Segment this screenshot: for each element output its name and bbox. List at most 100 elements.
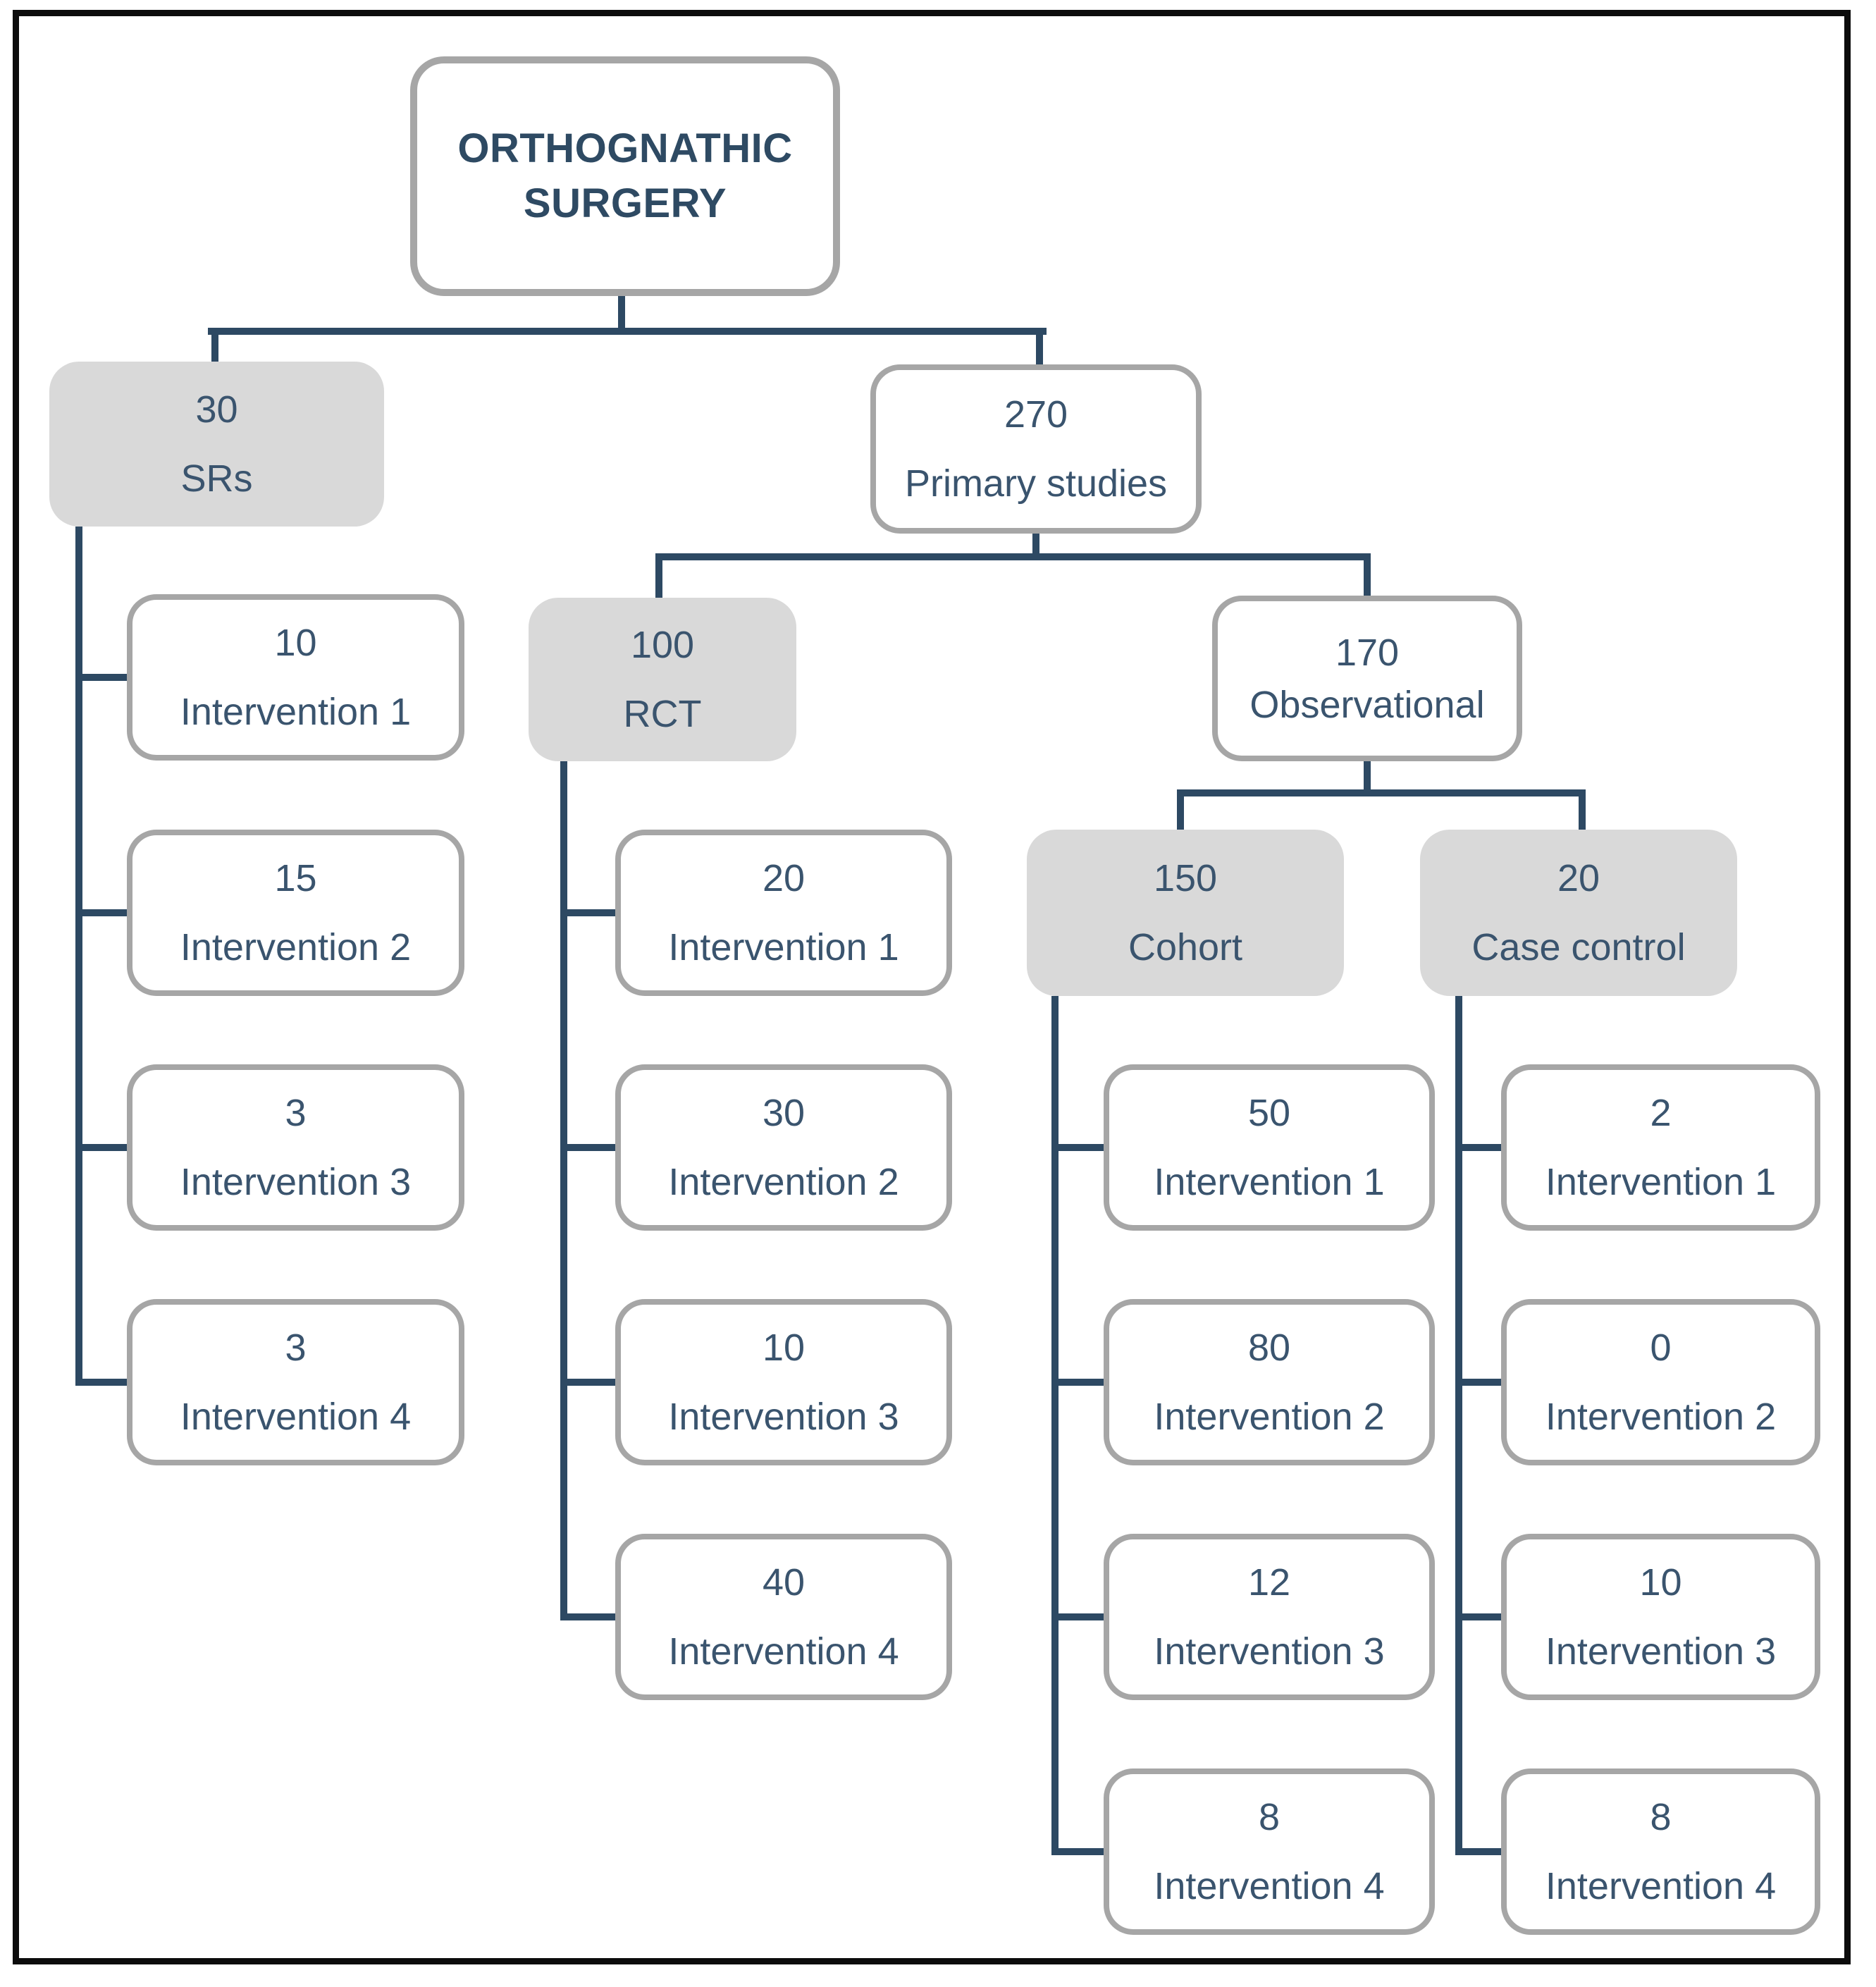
connector-rct-stub-2 (560, 1144, 615, 1151)
node-rct-intervention-3-label: Intervention 3 (668, 1396, 899, 1438)
node-cohort-intervention-4: 8 Intervention 4 (1104, 1768, 1435, 1935)
node-cohort-intervention-3-label: Intervention 3 (1154, 1630, 1385, 1673)
connector-srs-stub-2 (75, 909, 127, 916)
node-srs-intervention-2: 15 Intervention 2 (127, 830, 464, 996)
node-cohort-label: Cohort (1128, 926, 1243, 968)
connector-drop-rct (655, 553, 662, 598)
connector-primary-stem (1032, 534, 1039, 560)
node-case-control-intervention-3: 10 Intervention 3 (1501, 1534, 1820, 1700)
node-rct-intervention-2: 30 Intervention 2 (615, 1064, 952, 1231)
node-rct-intervention-4-label: Intervention 4 (668, 1630, 899, 1673)
connector-level3-horizontal (1177, 789, 1586, 796)
connector-drop-case-control (1579, 789, 1586, 830)
node-rct-intervention-4-count: 40 (762, 1561, 806, 1604)
node-srs-intervention-3: 3 Intervention 3 (127, 1064, 464, 1231)
node-primary-studies: 270 Primary studies (870, 364, 1202, 534)
node-srs-count: 30 (195, 388, 238, 431)
node-observational-label: Observational (1249, 683, 1485, 726)
connector-level1-horizontal (208, 328, 1047, 335)
node-srs-intervention-1-label: Intervention 1 (180, 691, 412, 733)
connector-srs-spine (75, 527, 82, 1386)
connector-rct-spine (560, 761, 567, 1620)
node-case-control-intervention-2-label: Intervention 2 (1545, 1396, 1777, 1438)
connector-case-control-stub-1 (1455, 1144, 1501, 1151)
connector-drop-primary (1036, 328, 1043, 364)
node-cohort-intervention-3-count: 12 (1247, 1561, 1291, 1604)
connector-srs-stub-4 (75, 1379, 127, 1386)
connector-case-control-stub-3 (1455, 1613, 1501, 1620)
node-srs-intervention-4: 3 Intervention 4 (127, 1299, 464, 1465)
node-case-control-intervention-1: 2 Intervention 1 (1501, 1064, 1820, 1231)
diagram-outer-frame (13, 10, 1851, 1964)
connector-cohort-stub-1 (1051, 1144, 1104, 1151)
node-case-control-intervention-4-label: Intervention 4 (1545, 1865, 1777, 1907)
node-observational-count: 170 (1335, 631, 1400, 674)
node-srs-intervention-2-label: Intervention 2 (180, 926, 412, 968)
node-case-control: 20 Case control (1420, 830, 1737, 996)
node-cohort-intervention-1-label: Intervention 1 (1154, 1161, 1385, 1203)
node-cohort-intervention-3: 12 Intervention 3 (1104, 1534, 1435, 1700)
node-case-control-intervention-3-count: 10 (1639, 1561, 1682, 1604)
node-case-control-count: 20 (1557, 857, 1600, 899)
node-cohort-intervention-4-count: 8 (1258, 1796, 1281, 1838)
node-rct-intervention-3: 10 Intervention 3 (615, 1299, 952, 1465)
node-srs-intervention-2-count: 15 (274, 857, 317, 899)
connector-drop-observational (1364, 553, 1371, 596)
node-rct-count: 100 (630, 624, 695, 666)
node-primary-studies-label: Primary studies (904, 462, 1168, 505)
connector-cohort-stub-3 (1051, 1613, 1104, 1620)
node-cohort-intervention-2-count: 80 (1247, 1327, 1291, 1369)
node-case-control-intervention-1-label: Intervention 1 (1545, 1161, 1777, 1203)
node-srs-intervention-3-label: Intervention 3 (180, 1161, 412, 1203)
connector-case-control-stub-4 (1455, 1848, 1501, 1855)
node-case-control-intervention-2: 0 Intervention 2 (1501, 1299, 1820, 1465)
connector-level2-horizontal (655, 553, 1371, 560)
node-rct-intervention-1-label: Intervention 1 (668, 926, 899, 968)
node-rct-label: RCT (623, 693, 702, 735)
node-srs-intervention-3-count: 3 (285, 1092, 307, 1134)
node-cohort: 150 Cohort (1027, 830, 1344, 996)
node-primary-studies-count: 270 (1004, 393, 1068, 436)
node-srs-intervention-4-label: Intervention 4 (180, 1396, 412, 1438)
node-case-control-intervention-3-label: Intervention 3 (1545, 1630, 1777, 1673)
node-rct-intervention-1-count: 20 (762, 857, 806, 899)
node-case-control-intervention-2-count: 0 (1650, 1327, 1672, 1369)
connector-drop-srs (211, 328, 218, 362)
node-cohort-intervention-2-label: Intervention 2 (1154, 1396, 1385, 1438)
node-srs-intervention-1: 10 Intervention 1 (127, 594, 464, 761)
node-case-control-intervention-1-count: 2 (1650, 1092, 1672, 1134)
node-rct: 100 RCT (529, 598, 796, 761)
node-orthognathic-surgery: ORTHOGNATHIC SURGERY (410, 56, 840, 296)
node-srs: 30 SRs (49, 362, 384, 527)
node-rct-intervention-2-count: 30 (762, 1092, 806, 1134)
node-case-control-intervention-4-count: 8 (1650, 1796, 1672, 1838)
node-srs-intervention-4-count: 3 (285, 1327, 307, 1369)
node-cohort-intervention-1-count: 50 (1247, 1092, 1291, 1134)
node-case-control-label: Case control (1471, 926, 1686, 968)
node-rct-intervention-2-label: Intervention 2 (668, 1161, 899, 1203)
node-srs-label: SRs (180, 457, 253, 500)
node-cohort-count: 150 (1153, 857, 1218, 899)
node-observational: 170 Observational (1212, 596, 1522, 761)
connector-cohort-spine (1051, 996, 1059, 1855)
node-rct-intervention-4: 40 Intervention 4 (615, 1534, 952, 1700)
connector-drop-cohort (1177, 789, 1184, 830)
connector-rct-stub-3 (560, 1379, 615, 1386)
connector-rct-stub-1 (560, 909, 615, 916)
node-srs-intervention-1-count: 10 (274, 622, 317, 664)
node-case-control-intervention-4: 8 Intervention 4 (1501, 1768, 1820, 1935)
connector-root-stem (618, 296, 625, 331)
connector-case-control-spine (1455, 996, 1462, 1855)
node-rct-intervention-1: 20 Intervention 1 (615, 830, 952, 996)
connector-srs-stub-1 (75, 674, 127, 681)
node-cohort-intervention-1: 50 Intervention 1 (1104, 1064, 1435, 1231)
connector-cohort-stub-4 (1051, 1848, 1104, 1855)
node-rct-intervention-3-count: 10 (762, 1327, 806, 1369)
node-cohort-intervention-2: 80 Intervention 2 (1104, 1299, 1435, 1465)
connector-case-control-stub-2 (1455, 1379, 1501, 1386)
node-cohort-intervention-4-label: Intervention 4 (1154, 1865, 1385, 1907)
connector-rct-stub-4 (560, 1613, 615, 1620)
connector-observational-stem (1364, 761, 1371, 796)
connector-srs-stub-3 (75, 1144, 127, 1151)
